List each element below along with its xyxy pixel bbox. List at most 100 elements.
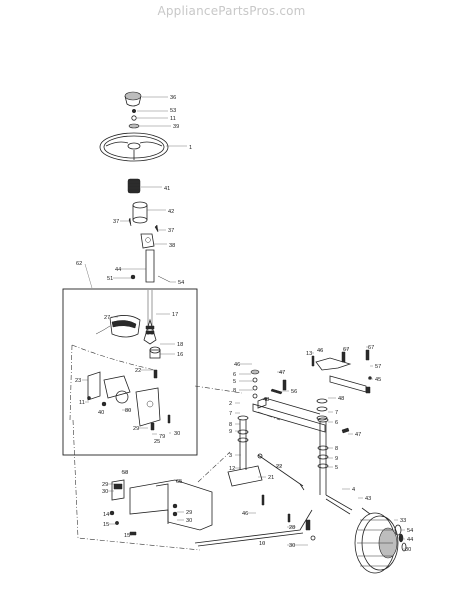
part-callout: 79 <box>159 434 165 440</box>
part-callout: 4 <box>352 487 355 493</box>
part-callout: 36 <box>170 95 176 101</box>
part-callout: 16 <box>177 352 183 358</box>
part-callout: 5 <box>335 465 338 471</box>
part-callout: 7 <box>229 411 232 417</box>
part-callout: 12 <box>229 466 235 472</box>
part-callout: 80 <box>125 408 131 414</box>
leader-lines <box>82 96 405 550</box>
part-callout: 30 <box>405 547 411 553</box>
gear-collar[interactable] <box>149 346 161 359</box>
small-bolts[interactable] <box>261 355 315 523</box>
part-callout: 54 <box>407 528 413 534</box>
part-callout: 65 <box>176 479 182 485</box>
part-callout: 45 <box>375 377 381 383</box>
part-callout: 30 <box>102 489 108 495</box>
part-callout: 22 <box>135 368 141 374</box>
steering-bushing[interactable] <box>132 201 148 224</box>
steering-adapter[interactable] <box>127 178 141 194</box>
part-callout: 37 <box>113 219 119 225</box>
axle-bracket[interactable] <box>252 397 326 433</box>
part-callout: 30 <box>174 431 180 437</box>
spindle-right[interactable] <box>317 417 353 515</box>
steering-gear[interactable] <box>95 315 157 345</box>
part-callout: 29 <box>102 482 108 488</box>
steering-shaft[interactable] <box>130 249 171 335</box>
part-callout: 46 <box>234 362 240 368</box>
part-callout: 10 <box>259 541 265 547</box>
part-callout: 47 <box>355 432 361 438</box>
part-callout: 39 <box>173 124 179 130</box>
part-callout: 14 <box>103 512 109 518</box>
part-callout: 54 <box>178 280 184 286</box>
part-callout: 15 <box>124 533 130 539</box>
steering-bracket[interactable] <box>87 371 171 431</box>
part-callout: 57 <box>375 364 381 370</box>
front-wheel[interactable] <box>354 507 399 574</box>
part-callout: 29 <box>133 426 139 432</box>
part-callout: 8 <box>229 422 232 428</box>
part-callout: 2 <box>229 401 232 407</box>
lower-bracket[interactable] <box>109 479 213 536</box>
part-callout: 40 <box>98 410 104 416</box>
spindle-left[interactable] <box>227 415 263 487</box>
part-callout: 62 <box>76 261 82 267</box>
pivot-bar[interactable] <box>315 349 372 394</box>
part-callout: 25 <box>154 439 160 445</box>
part-callout: 48 <box>338 396 344 402</box>
steering-cap[interactable] <box>124 91 142 107</box>
part-callout: 28 <box>289 525 295 531</box>
part-callout: 6 <box>335 420 338 426</box>
part-callout: 11 <box>170 116 176 122</box>
part-callout: 58 <box>122 470 128 476</box>
part-callout: 42 <box>168 209 174 215</box>
part-callout: 30 <box>186 518 192 524</box>
steering-wheel[interactable] <box>99 132 169 162</box>
part-callout: 27 <box>104 315 110 321</box>
part-callout: 23 <box>75 378 81 384</box>
part-callout: 9 <box>335 456 338 462</box>
part-callout: 5 <box>233 379 236 385</box>
part-callout: 48 <box>263 397 269 403</box>
watermark: AppliancePartsPros.com <box>157 4 306 18</box>
part-callout: 46 <box>317 348 323 354</box>
part-callout: 9 <box>229 429 232 435</box>
part-callout: 67 <box>343 347 349 353</box>
part-callout: 8 <box>335 446 338 452</box>
part-callout: 6 <box>233 372 236 378</box>
part-callout: 30 <box>289 543 295 549</box>
pivot-hardware[interactable] <box>316 398 350 434</box>
part-callout: 41 <box>164 186 170 192</box>
part-callout: 17 <box>172 312 178 318</box>
steering-hardware[interactable] <box>128 108 140 129</box>
part-callout: 1 <box>189 145 192 151</box>
part-callout: 44 <box>407 537 413 543</box>
part-callout: 13 <box>306 351 312 357</box>
part-callout: 33 <box>400 518 406 524</box>
gear-bolt[interactable] <box>153 369 158 379</box>
part-callout: 18 <box>177 342 183 348</box>
steering-coupler[interactable] <box>140 233 155 249</box>
part-callout: 38 <box>169 243 175 249</box>
part-callout: 22 <box>276 464 282 470</box>
part-callout: 21 <box>268 475 274 481</box>
part-callout: 15 <box>103 522 109 528</box>
drag-link[interactable] <box>194 509 316 547</box>
part-callout: 44 <box>115 267 121 273</box>
part-callout: 46 <box>242 511 248 517</box>
part-callout: 37 <box>168 228 174 234</box>
hidden-line <box>69 344 243 421</box>
detail-box <box>62 288 198 456</box>
bolt-group[interactable] <box>250 369 287 399</box>
part-callout: 53 <box>170 108 176 114</box>
part-callout: 7 <box>335 410 338 416</box>
part-callout: 43 <box>365 496 371 502</box>
tie-rod[interactable] <box>257 453 305 491</box>
part-callout: 47 <box>279 370 285 376</box>
part-callout: 51 <box>107 276 113 282</box>
steering-pins[interactable] <box>128 217 159 233</box>
part-callout: 56 <box>291 389 297 395</box>
part-callout: 29 <box>186 510 192 516</box>
part-callout: 8 <box>233 388 236 394</box>
